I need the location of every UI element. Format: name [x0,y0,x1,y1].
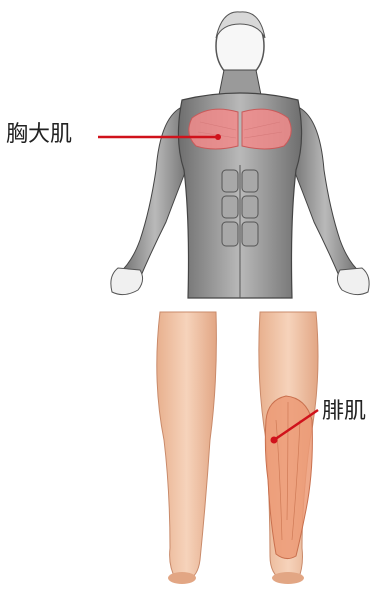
legs-figure [157,312,318,584]
left-leg [157,312,217,580]
right-heel [272,572,304,584]
left-hand [111,268,143,295]
torso-figure [111,12,369,298]
right-hand [337,268,369,295]
pectoralis-pointer-dot [215,134,221,140]
pectoralis-label: 胸大肌 [6,124,72,146]
gastrocnemius-label: 腓肌 [322,401,366,423]
left-heel [168,572,196,584]
gastrocnemius-pointer-dot [271,437,278,444]
